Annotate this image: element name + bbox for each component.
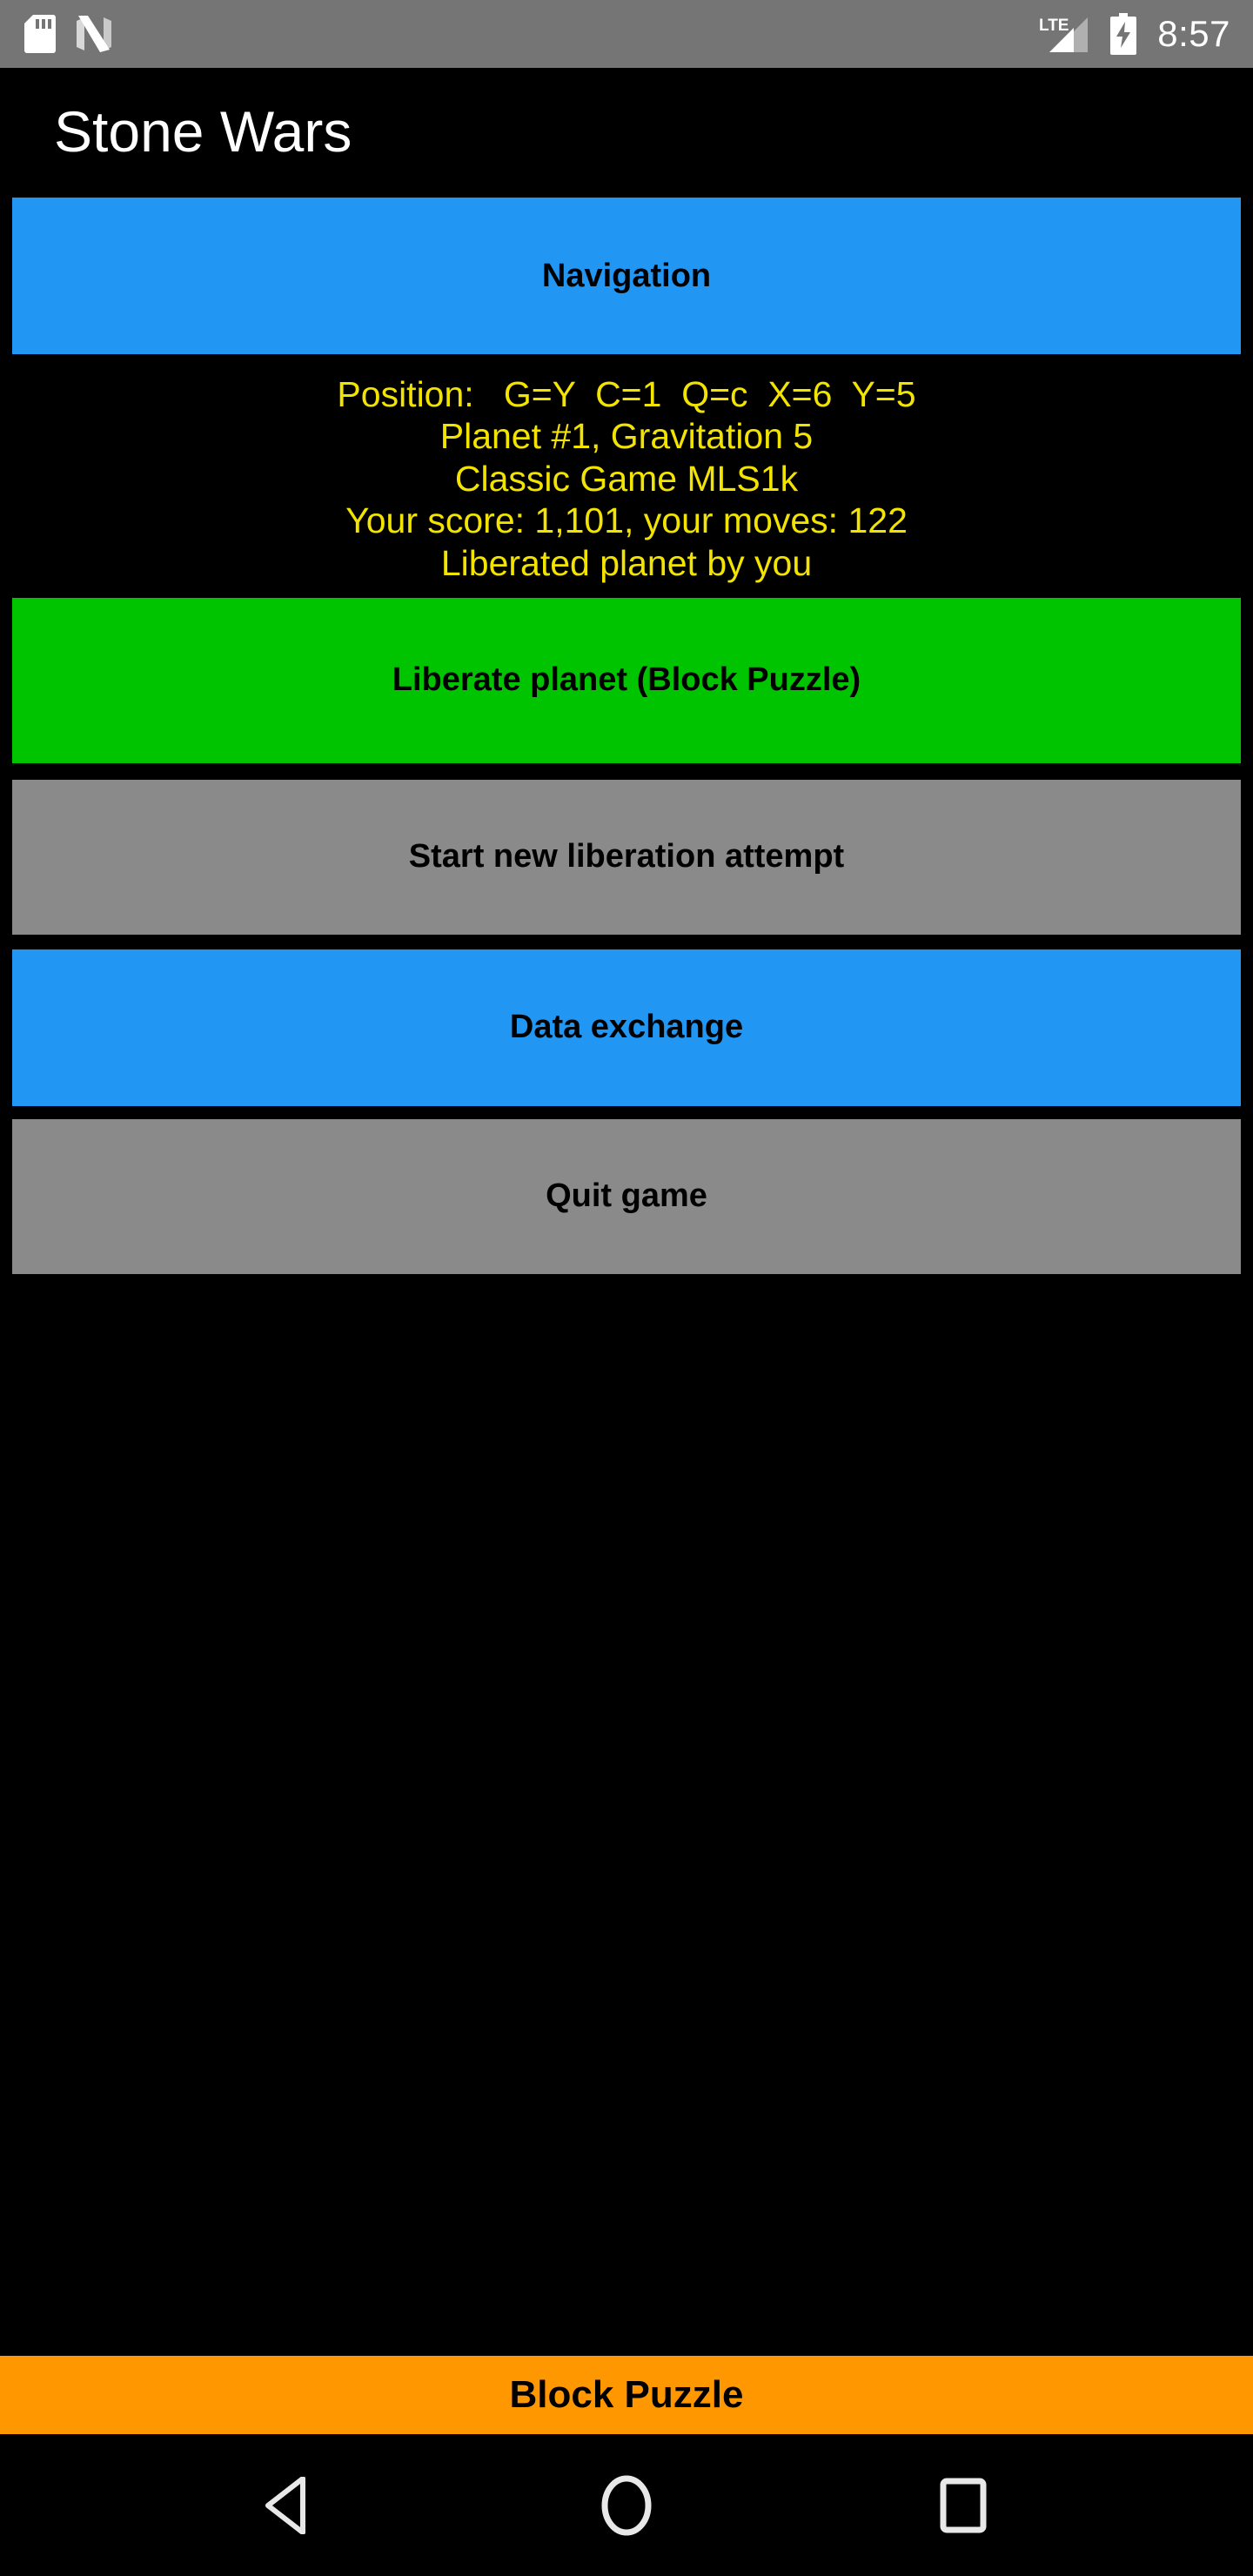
home-circle-icon[interactable] — [574, 2453, 679, 2558]
info-line-planet: Planet #1, Gravitation 5 — [439, 416, 814, 457]
info-line-game-mode: Classic Game MLS1k — [454, 458, 799, 499]
status-bar-clock: 8:57 — [1157, 13, 1230, 54]
info-line-position: Position: G=Y C=1 Q=c X=6 Y=5 — [337, 374, 916, 414]
page-title: Stone Wars — [54, 98, 352, 164]
data-exchange-button[interactable]: Data exchange — [12, 949, 1241, 1106]
navigation-button[interactable]: Navigation — [12, 198, 1241, 354]
status-bar: LTE 8:57 — [0, 0, 1253, 68]
content-spacer — [0, 1273, 1253, 2356]
battery-charging-icon — [1109, 13, 1138, 55]
svg-text:LTE: LTE — [1039, 17, 1069, 35]
block-puzzle-banner[interactable]: Block Puzzle — [0, 2356, 1253, 2434]
start-new-liberation-button[interactable]: Start new liberation attempt — [12, 779, 1241, 935]
system-navigation-bar — [0, 2434, 1253, 2576]
liberate-planet-button[interactable]: Liberate planet (Block Puzzle) — [12, 597, 1241, 763]
sd-card-icon — [24, 15, 56, 53]
info-line-score: Your score: 1,101, your moves: 122 — [345, 500, 908, 541]
status-bar-right-icons: LTE 8:57 — [1037, 13, 1230, 55]
lte-signal-icon: LTE — [1037, 14, 1089, 54]
status-bar-left-icons — [24, 15, 111, 53]
android-nougat-icon — [77, 16, 111, 52]
quit-game-button[interactable]: Quit game — [12, 1118, 1241, 1274]
info-line-status: Liberated planet by you — [440, 542, 813, 583]
back-triangle-icon[interactable] — [238, 2453, 342, 2558]
game-info-block: Position: G=Y C=1 Q=c X=6 Y=5 Planet #1,… — [0, 354, 1253, 598]
recents-square-icon[interactable] — [911, 2453, 1015, 2558]
